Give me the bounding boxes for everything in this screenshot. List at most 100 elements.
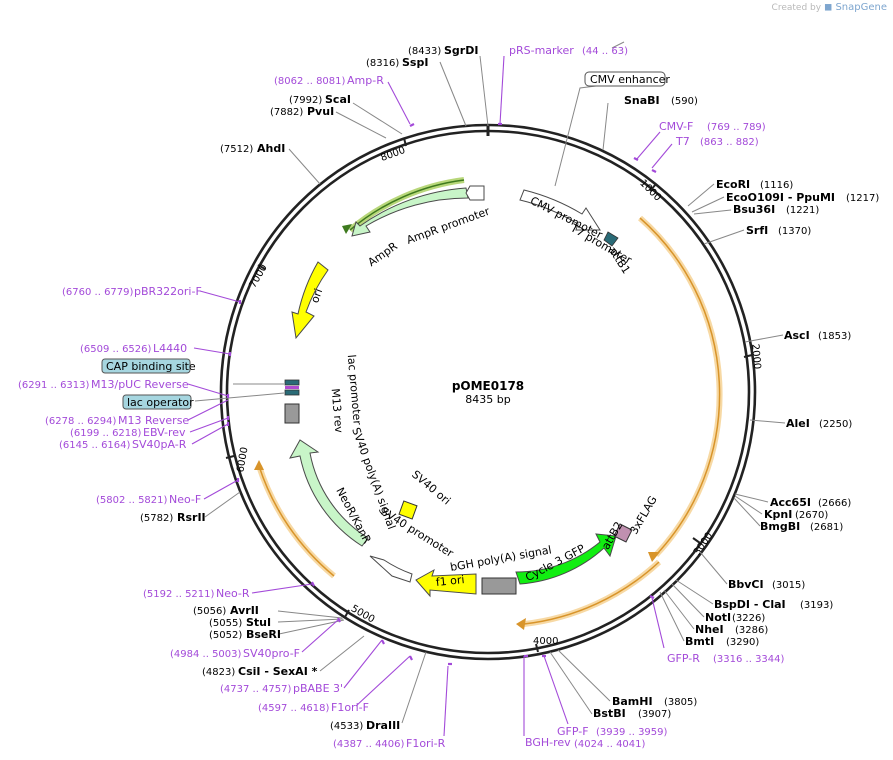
- primer-range: (4984 .. 5003): [170, 649, 242, 660]
- enzyme-name[interactable]: BbvCI: [728, 578, 764, 591]
- enzyme-pos: (3226): [732, 613, 765, 624]
- primer-name[interactable]: SV40pro-F: [243, 647, 300, 660]
- enzyme-pos: (4533): [330, 721, 363, 732]
- primer-name[interactable]: L4440: [153, 342, 187, 355]
- primer-name[interactable]: EBV-rev: [143, 426, 186, 439]
- enzyme-name[interactable]: BmgBI: [760, 520, 800, 533]
- enzyme-pos: (1221): [786, 205, 819, 216]
- ampr-arrow: [351, 187, 469, 237]
- tick-1000: 1000: [637, 178, 663, 204]
- label-sv40-promoter: SV40 promoter: [378, 505, 456, 560]
- enzyme-name[interactable]: SrfI: [746, 224, 768, 237]
- primer-range: (6145 .. 6164): [59, 440, 131, 451]
- primer-name[interactable]: BGH-rev: [525, 736, 571, 749]
- enzyme-name[interactable]: EcoRI: [716, 178, 750, 191]
- primer-range: (4597 .. 4618): [258, 703, 330, 714]
- enzyme-pos: (3290): [726, 637, 759, 648]
- enzyme-name[interactable]: KpnI: [764, 508, 792, 521]
- enzyme-name[interactable]: DraIII: [366, 719, 400, 732]
- primer-name[interactable]: SV40pA-R: [132, 438, 187, 451]
- enzyme-name[interactable]: SspI: [402, 56, 428, 69]
- enzyme-name[interactable]: AleI: [786, 417, 810, 430]
- gfp-arrow: [515, 533, 617, 585]
- cap-binding-box[interactable]: [101, 358, 191, 374]
- enzyme-pos: (4823): [202, 667, 235, 678]
- enzyme-name[interactable]: SgrDI: [444, 44, 478, 57]
- primer-name[interactable]: GFP-F: [557, 725, 589, 738]
- primer-name[interactable]: Amp-R: [347, 74, 384, 87]
- enzyme-name[interactable]: AvrII: [230, 604, 259, 617]
- enzyme-pos: (3286): [735, 625, 768, 636]
- enzyme-name[interactable]: Acc65I: [770, 496, 811, 509]
- enzyme-pos: (3907): [638, 709, 671, 720]
- enzyme-name[interactable]: RsrII: [177, 511, 206, 524]
- ori-arrow: [291, 261, 329, 340]
- enzyme-name[interactable]: BseRI: [246, 628, 281, 641]
- primer-range: (863 .. 882): [700, 137, 759, 148]
- enzyme-pos: (3193): [800, 600, 833, 611]
- snapgene-name: SnapGene: [835, 2, 887, 13]
- lac-operator-label-box[interactable]: [122, 394, 192, 410]
- primer-name[interactable]: CMV-F: [659, 120, 693, 133]
- sv40-promoter-arrow: [369, 555, 413, 583]
- enzyme-name[interactable]: PvuI: [307, 105, 334, 118]
- enzyme-name[interactable]: SnaBI: [624, 94, 660, 107]
- primer-name[interactable]: GFP-R: [667, 652, 700, 665]
- tick-2000: 2000: [749, 343, 762, 369]
- primer-range: (6760 .. 6779): [62, 287, 134, 298]
- cmv-enhancer-box[interactable]: [584, 71, 666, 87]
- enzyme-name[interactable]: BamHI: [612, 695, 653, 708]
- enzyme-name[interactable]: AhdI: [257, 142, 285, 155]
- primer-range: (8062 .. 8081): [274, 76, 346, 87]
- cmv-enhancer-label: CMV enhancer: [590, 73, 670, 86]
- sv40-polya-box: [284, 403, 300, 424]
- enzyme-pos: (5055): [209, 618, 242, 629]
- primer-name[interactable]: pBABE 3': [293, 682, 343, 695]
- label-ampr-promoter: AmpR promoter: [405, 204, 492, 246]
- primer-name[interactable]: M13 Reverse: [118, 414, 189, 427]
- lac-operator-label: lac operator: [127, 396, 194, 409]
- primer-range: (6291 .. 6313): [18, 380, 90, 391]
- snapgene-logo: ◼ SnapGene: [823, 2, 887, 13]
- m13-rev-box: [285, 386, 299, 389]
- tick-4000: 4000: [533, 636, 558, 647]
- enzyme-name[interactable]: StuI: [246, 616, 271, 629]
- enzyme-name[interactable]: CsiI - SexAI *: [238, 665, 318, 678]
- neor-arrow: [289, 439, 369, 547]
- enzyme-pos: (5056): [193, 606, 226, 617]
- primer-name[interactable]: Neo-F: [169, 493, 201, 506]
- leader-lines: [194, 41, 786, 724]
- enzyme-pos: (3805): [664, 697, 697, 708]
- enzyme-name[interactable]: AscI: [784, 329, 810, 342]
- enzyme-name[interactable]: NotI: [705, 611, 731, 624]
- enzyme-pos: (2670): [795, 510, 828, 521]
- primer-name[interactable]: pRS-marker: [509, 44, 574, 57]
- primer-range: (5192 .. 5211): [143, 589, 215, 600]
- primer-name[interactable]: pBR322ori-F: [134, 285, 202, 298]
- enzyme-name[interactable]: BmtI: [685, 635, 714, 648]
- enzyme-name[interactable]: BstBI: [593, 707, 626, 720]
- enzyme-pos: (7512): [220, 144, 253, 155]
- feature-shapes: [284, 185, 633, 598]
- primer-name[interactable]: F1ori-F: [331, 701, 369, 714]
- primer-name[interactable]: F1ori-R: [406, 737, 446, 750]
- primer-name[interactable]: T7: [675, 135, 690, 148]
- snapgene-brand: Created by ◼ SnapGene: [772, 2, 887, 13]
- enzyme-name[interactable]: EcoO109I - PpuMI: [726, 191, 835, 204]
- cap-site-box: [284, 379, 300, 386]
- label-3xflag: 3xFLAG: [627, 494, 659, 537]
- primer-name[interactable]: M13/pUC Reverse: [91, 378, 189, 391]
- enzyme-pos: (2250): [819, 419, 852, 430]
- primer-name[interactable]: Neo-R: [216, 587, 250, 600]
- label-ori: ori: [308, 287, 325, 305]
- enzyme-pos: (2666): [818, 498, 851, 509]
- enzyme-name[interactable]: Bsu36I: [733, 203, 775, 216]
- cmv-promoter-arrow: [519, 189, 601, 231]
- primer-range: (4737 .. 4757): [220, 684, 292, 695]
- enzyme-name[interactable]: BspDI - ClaI: [714, 598, 786, 611]
- enzyme-labels: (8433) SgrDI (8316) SspI (7992) ScaI (78…: [140, 44, 879, 732]
- primer-range: (4387 .. 4406): [333, 739, 405, 750]
- enzyme-name[interactable]: NheI: [695, 623, 724, 636]
- enzyme-name[interactable]: ScaI: [325, 93, 351, 106]
- primer-range: (6278 .. 6294): [45, 416, 117, 427]
